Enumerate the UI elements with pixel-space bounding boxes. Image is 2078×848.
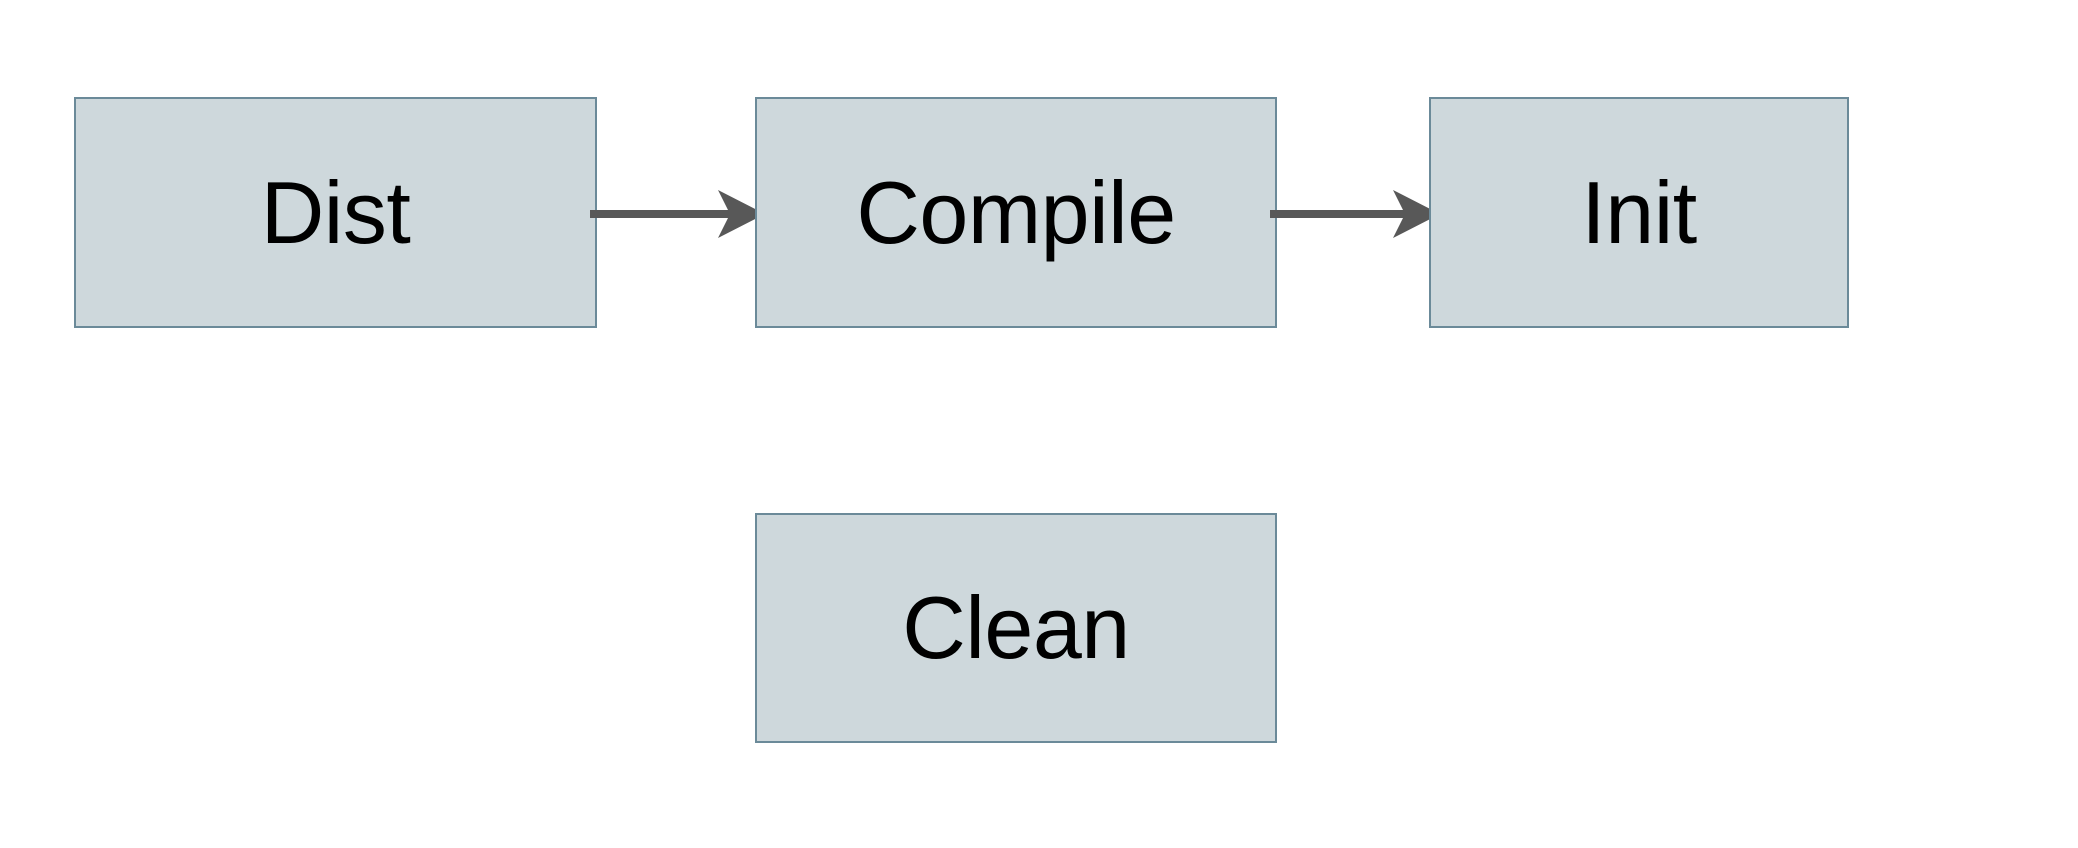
node-init[interactable]: Init <box>1429 97 1849 328</box>
edge-dist-to-compile[interactable] <box>590 178 765 250</box>
edge-dist-to-compile-arrowhead-icon <box>718 190 765 238</box>
node-dist[interactable]: Dist <box>74 97 597 328</box>
node-clean-label: Clean <box>902 578 1130 677</box>
node-compile[interactable]: Compile <box>755 97 1277 328</box>
node-clean[interactable]: Clean <box>755 513 1277 743</box>
edge-compile-to-init[interactable] <box>1270 178 1440 250</box>
edge-compile-to-init-arrowhead-icon <box>1393 190 1440 238</box>
node-dist-label: Dist <box>260 162 411 262</box>
node-init-label: Init <box>1581 162 1697 262</box>
node-compile-label: Compile <box>856 162 1176 262</box>
